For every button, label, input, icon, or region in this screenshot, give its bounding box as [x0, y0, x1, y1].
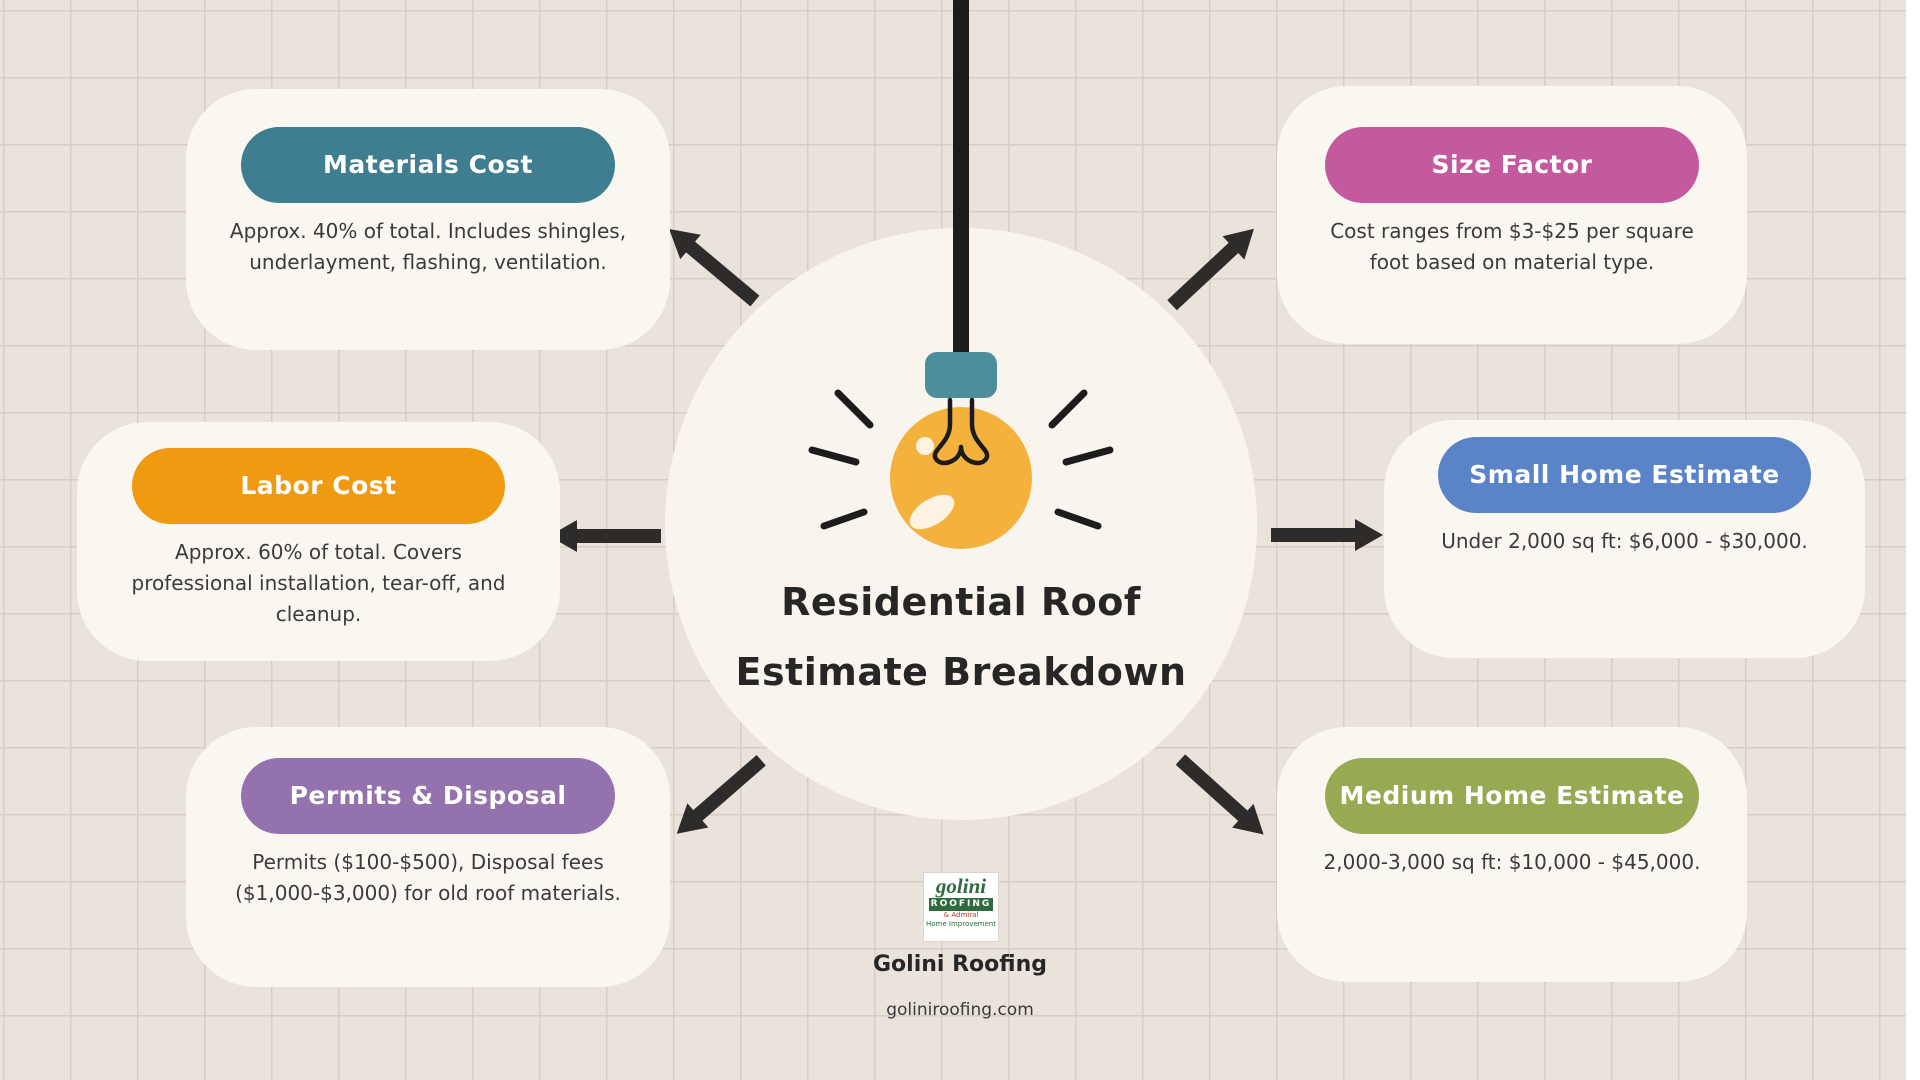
card-size-factor: Size Factor Cost ranges from $3-$25 per …	[1277, 86, 1747, 344]
card-medium-home-estimate: Medium Home Estimate 2,000-3,000 sq ft: …	[1277, 727, 1747, 982]
card-permits-disposal: Permits & Disposal Permits ($100-$500), …	[186, 727, 670, 987]
arrow-shaft	[1271, 528, 1357, 542]
arrow-to-labor-cost	[549, 520, 661, 552]
arrow-shaft	[691, 754, 766, 822]
lamp-socket	[925, 352, 997, 398]
logo-name-text: golini	[935, 874, 987, 898]
company-name: Golini Roofing	[872, 952, 1047, 977]
arrow-shaft	[684, 240, 760, 307]
arrow-shaft	[575, 529, 661, 543]
bulb-highlight-dot	[916, 437, 934, 455]
card-description: Permits ($100-$500), Disposal fees ($1,0…	[235, 850, 621, 905]
arrow-shaft	[1175, 754, 1249, 823]
card-label-pill: Materials Cost	[241, 127, 615, 203]
company-logo: golini ROOFING & Admiral Home Improvemen…	[923, 872, 999, 942]
bulb-rays	[808, 389, 1114, 530]
card-description: Under 2,000 sq ft: $6,000 - $30,000.	[1441, 529, 1808, 553]
logo-banner-text: ROOFING	[929, 898, 993, 911]
arrow-to-materials-cost	[658, 216, 765, 314]
card-label-pill: Medium Home Estimate	[1325, 758, 1699, 834]
bulb-filament	[932, 397, 990, 466]
arrow-to-size-factor	[1161, 217, 1265, 317]
arrow-shaft	[1167, 241, 1240, 311]
card-description: Approx. 40% of total. Includes shingles,…	[229, 219, 627, 274]
card-description: Approx. 60% of total. Covers professiona…	[131, 540, 506, 626]
logo-subtext-1: & Admiral	[943, 911, 979, 919]
infographic-title-line1: Residential Roof	[781, 580, 1141, 624]
canvas-right-edge	[1906, 0, 1920, 1080]
arrow-to-permits-disposal	[666, 748, 772, 846]
card-description: Cost ranges from $3-$25 per square foot …	[1330, 219, 1694, 274]
company-website: goliniroofing.com	[886, 1000, 1034, 1020]
card-label-pill: Size Factor	[1325, 127, 1699, 203]
lamp-cord	[953, 0, 969, 360]
card-label-pill: Labor Cost	[132, 448, 505, 524]
card-labor-cost: Labor Cost Approx. 60% of total. Covers …	[77, 422, 560, 661]
card-materials-cost: Materials Cost Approx. 40% of total. Inc…	[186, 89, 670, 350]
lightbulb-illustration	[808, 0, 1114, 549]
card-small-home-estimate: Small Home Estimate Under 2,000 sq ft: $…	[1384, 420, 1865, 658]
arrow-to-medium-home-estimate	[1170, 748, 1275, 847]
card-label-pill: Permits & Disposal	[241, 758, 615, 834]
card-label-pill: Small Home Estimate	[1438, 437, 1811, 513]
logo-subtext-2: Home Improvement	[926, 920, 996, 928]
infographic-title-line2: Estimate Breakdown	[735, 650, 1187, 694]
arrowhead-icon	[1355, 519, 1383, 551]
card-description: 2,000-3,000 sq ft: $10,000 - $45,000.	[1323, 850, 1701, 874]
bulb-highlight	[909, 494, 955, 530]
arrow-to-small-home-estimate	[1271, 519, 1383, 551]
lamp-bulb	[890, 407, 1032, 549]
